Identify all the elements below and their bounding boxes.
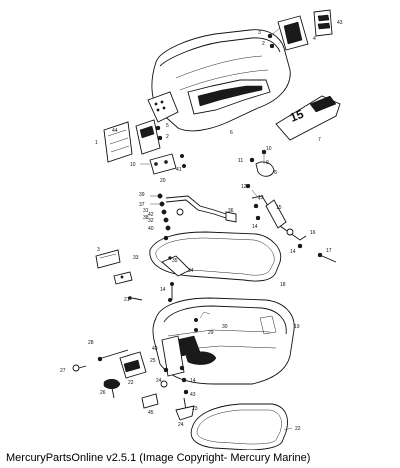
callout-13: 13 [258, 195, 264, 201]
callout-3b: 3 [97, 247, 100, 253]
callout-36: 36 [228, 208, 234, 214]
callout-24b: 24 [178, 422, 184, 428]
callout-39: 39 [139, 192, 145, 198]
rear-plate [103, 119, 163, 163]
callout-43a: 43 [337, 20, 343, 26]
callout-32: 32 [148, 218, 154, 224]
callout-22b: 22 [295, 426, 301, 432]
callout-14c: 14 [160, 287, 166, 293]
lower-hardware [72, 281, 199, 421]
callout-27: 27 [60, 368, 66, 374]
callout-5: 5 [166, 123, 169, 129]
callout-10a: 10 [266, 146, 272, 152]
callout-6: 6 [230, 130, 233, 136]
callout-34: 34 [188, 268, 194, 274]
cowl-seal-ring [149, 231, 282, 282]
callout-40: 40 [148, 226, 154, 232]
callout-23: 23 [192, 406, 198, 412]
callout-22: 22 [128, 380, 134, 386]
top-cowl [147, 29, 291, 132]
callout-31: 31 [143, 208, 149, 214]
callout-45: 45 [148, 410, 154, 416]
callout-26: 26 [100, 390, 106, 396]
callout-14a: 14 [252, 224, 258, 230]
callout-11a: 11 [238, 158, 243, 164]
image-copyright-caption: MercuryPartsOnline v2.5.1 (Image Copyrig… [6, 452, 311, 464]
side-decal-15: 15 [275, 95, 341, 141]
callout-8: 8 [274, 170, 277, 176]
callout-10b: 10 [130, 162, 136, 168]
callout-3: 3 [258, 30, 261, 36]
callout-9: 9 [266, 160, 269, 166]
callout-43b: 43 [152, 346, 158, 352]
callout-15: 15 [276, 205, 282, 211]
callout-42: 42 [148, 212, 154, 218]
throttle-linkage [150, 193, 237, 241]
callout-20: 20 [160, 178, 166, 184]
callout-4: 4 [313, 36, 316, 42]
callout-41: 41 [176, 167, 182, 173]
callout-12: 12 [241, 184, 247, 190]
latch-bracket [140, 153, 187, 175]
callout-35: 35 [172, 258, 178, 264]
callout-labels: 43 4 3 2 6 1 44 5 2 7 10 9 11 10 8 20 41… [60, 20, 343, 432]
callout-30: 30 [222, 324, 228, 330]
callout-29: 29 [208, 330, 214, 336]
callout-21: 21 [124, 297, 130, 303]
callout-1: 1 [95, 140, 98, 146]
shift-lever-assembly [245, 183, 337, 263]
bottom-gasket [190, 403, 293, 450]
handle-plate [267, 9, 333, 51]
callout-33: 33 [133, 255, 139, 261]
callout-38: 38 [143, 215, 149, 221]
bottom-cowl [152, 297, 295, 385]
callout-44: 44 [112, 128, 118, 134]
callout-17: 17 [326, 248, 332, 254]
callout-7: 7 [318, 137, 321, 143]
callout-19: 19 [294, 324, 300, 330]
callout-43c: 43 [190, 392, 196, 398]
callout-37: 37 [139, 202, 145, 208]
callout-25: 25 [150, 358, 156, 364]
latch-hook-assembly [249, 149, 275, 177]
small-plates [95, 249, 133, 285]
callout-24: 24 [156, 378, 162, 384]
callout-14d: 14 [190, 378, 196, 384]
decal-model-number: 15 [288, 107, 306, 125]
callout-14b: 14 [290, 249, 296, 255]
callout-2a: 2 [262, 41, 265, 47]
callout-18: 18 [280, 282, 286, 288]
callout-16: 16 [310, 230, 316, 236]
callout-2b: 2 [166, 134, 169, 140]
callout-28: 28 [88, 340, 94, 346]
exploded-parts-diagram: 15 [60, 9, 343, 450]
